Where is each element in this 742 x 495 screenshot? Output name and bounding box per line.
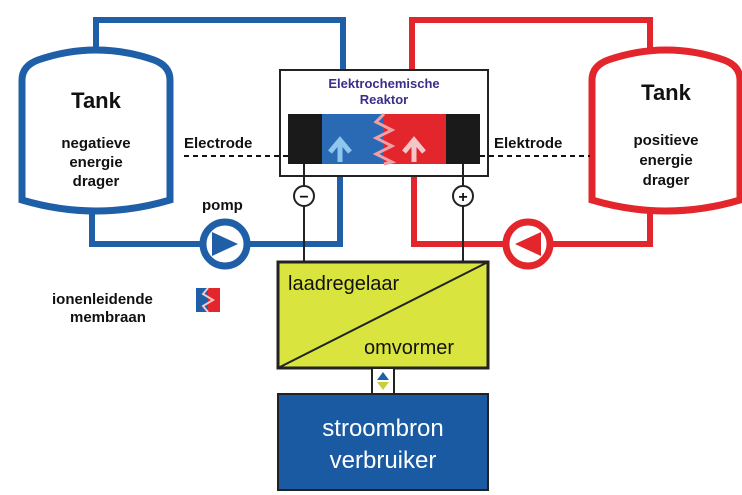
membrane xyxy=(372,112,397,166)
pump-negative-arrow xyxy=(212,232,238,256)
red-return-pipe xyxy=(409,17,653,72)
tank-right-line-1: positieve xyxy=(633,132,698,149)
source-line-1: stroombron xyxy=(322,415,443,442)
tank-right-line-2: energie xyxy=(639,152,692,169)
converter-diagonal xyxy=(277,261,489,369)
converter-top-label: laadregelaar xyxy=(288,273,400,295)
membrane-legend-icon xyxy=(196,287,220,313)
blue-return-pipe xyxy=(93,17,346,72)
tank-left-title: Tank xyxy=(71,88,121,113)
tank-right-title: Tank xyxy=(641,80,691,105)
connector-box xyxy=(371,367,395,395)
tank-positive xyxy=(588,46,742,215)
electrode-right-plate xyxy=(446,114,480,164)
terminal-minus-sign: − xyxy=(299,189,308,206)
membrane-label-1: ionenleidende xyxy=(52,291,153,308)
membrane-label-2: membraan xyxy=(70,309,146,326)
tank-left-line-2: energie xyxy=(69,154,122,171)
tank-left-line-3: drager xyxy=(73,173,120,190)
tank-left-line-1: negatieve xyxy=(61,135,130,152)
tank-right-line-3: drager xyxy=(643,172,690,189)
terminal-minus xyxy=(293,185,315,207)
connector-down-arrow xyxy=(377,382,389,390)
pump-label: pomp xyxy=(202,197,243,214)
blue-flow-arrow xyxy=(328,136,352,162)
pump-positive-arrow xyxy=(515,232,541,256)
connector-up-arrow xyxy=(377,372,389,380)
tank-negative xyxy=(18,46,174,215)
red-flow-arrow xyxy=(402,136,426,162)
converter-bottom-label: omvormer xyxy=(364,337,454,359)
terminal-plus xyxy=(452,185,474,207)
electrode-left-plate xyxy=(288,114,322,164)
source-line-2: verbruiker xyxy=(330,447,437,474)
reactor-title-2: Reaktor xyxy=(360,92,408,107)
electrode-right-label: Elektrode xyxy=(494,135,562,152)
terminal-plus-sign: + xyxy=(458,189,467,206)
electrode-left-label: Electrode xyxy=(184,135,252,152)
source-box xyxy=(277,393,489,491)
reactor-title-1: Elektrochemische xyxy=(328,76,439,91)
